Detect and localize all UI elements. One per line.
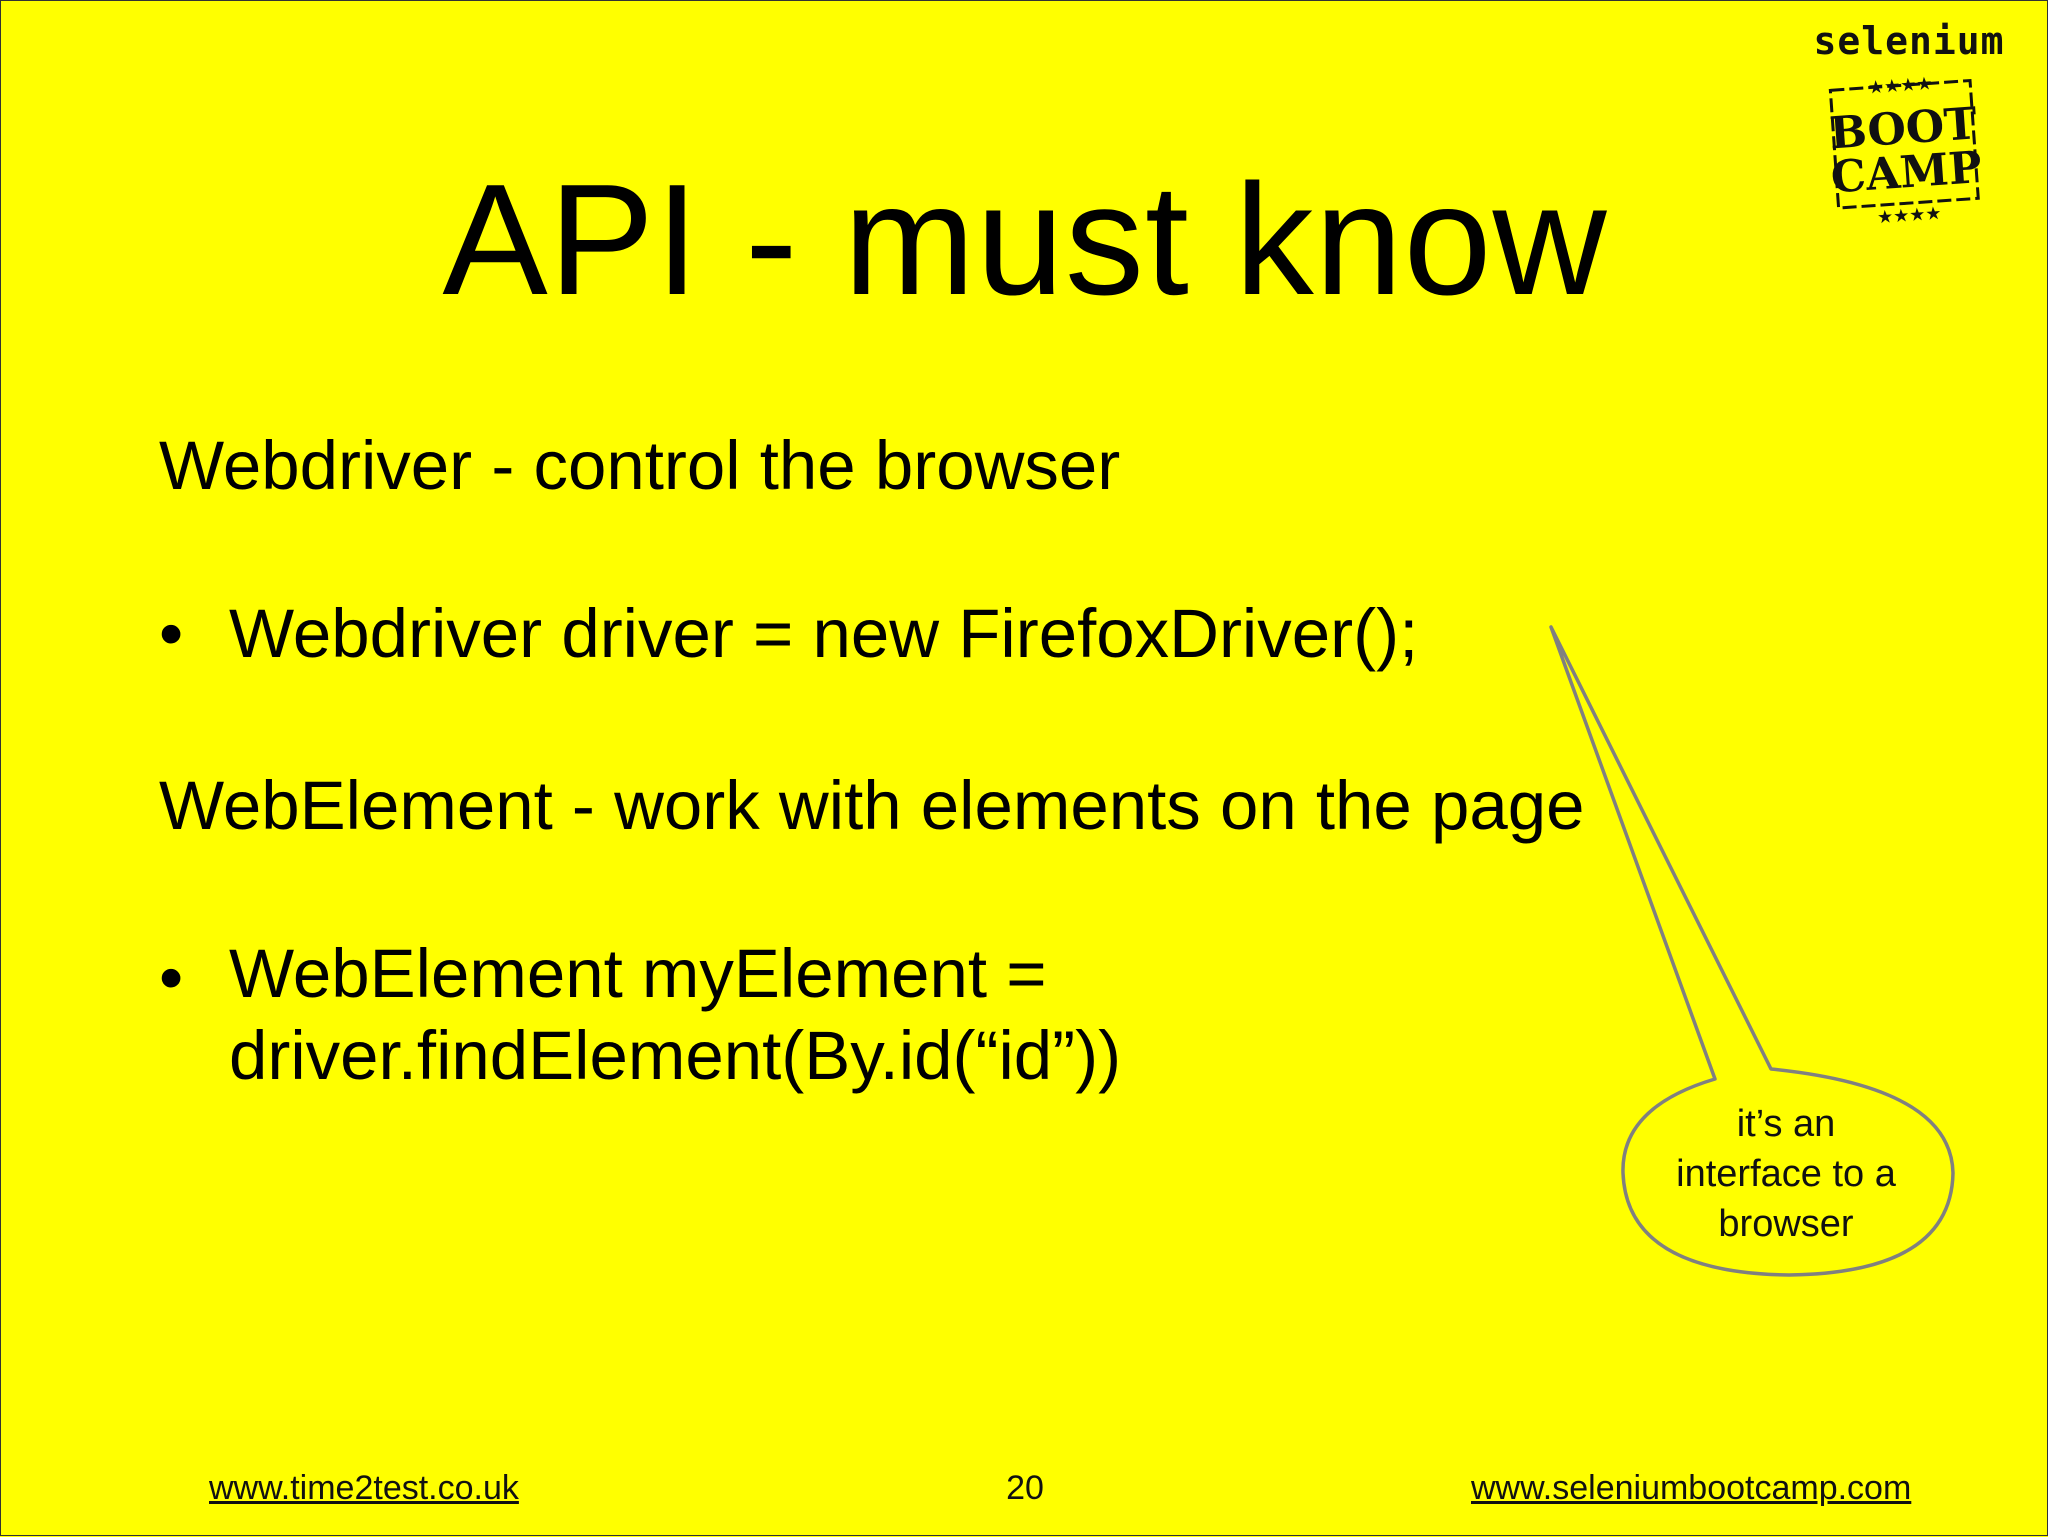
webdriver-heading: Webdriver - control the browser (159, 427, 1121, 504)
webelement-heading: WebElement - work with elements on the p… (159, 767, 1585, 844)
logo-word: selenium (1813, 19, 2005, 63)
time2test-link[interactable]: www.time2test.co.uk (209, 1469, 519, 1507)
page-number: 20 (1006, 1469, 1044, 1507)
logo-stars-bottom: ★★★★ (1876, 203, 1942, 228)
logo-boot: BOOT (1828, 98, 1979, 159)
logo-stars-top: ★★★★ (1867, 73, 1933, 98)
slide-title: API - must know (442, 152, 1608, 328)
callout-line-1: it’s an (1736, 1103, 1836, 1145)
bootcamp-stamp-icon: ★★★★ BOOT CAMP ★★★★ (1828, 73, 1983, 228)
seleniumbootcamp-link[interactable]: www.seleniumbootcamp.com (1471, 1469, 1912, 1507)
callout-line-3: browser (1718, 1203, 1854, 1245)
webdriver-bullet: Webdriver driver = new FirefoxDriver(); (229, 595, 1419, 672)
callout-text: it’s an interface to a browser (1641, 1099, 1931, 1249)
bullet-dot: • (159, 939, 184, 1016)
footer-left: www.time2test.co.uk (209, 1469, 519, 1508)
selenium-bootcamp-logo: selenium ★★★★ BOOT CAMP ★★★★ (1797, 19, 2021, 228)
webelement-bullet-line1: WebElement myElement = (229, 935, 1047, 1012)
footer-right: www.seleniumbootcamp.com (1471, 1469, 1911, 1508)
webelement-bullet-line2: driver.findElement(By.id(“id”)) (229, 1017, 1122, 1094)
callout-line-2: interface to a (1676, 1153, 1896, 1195)
bullet-dot: • (159, 595, 184, 672)
logo-camp: CAMP (1829, 142, 1983, 203)
